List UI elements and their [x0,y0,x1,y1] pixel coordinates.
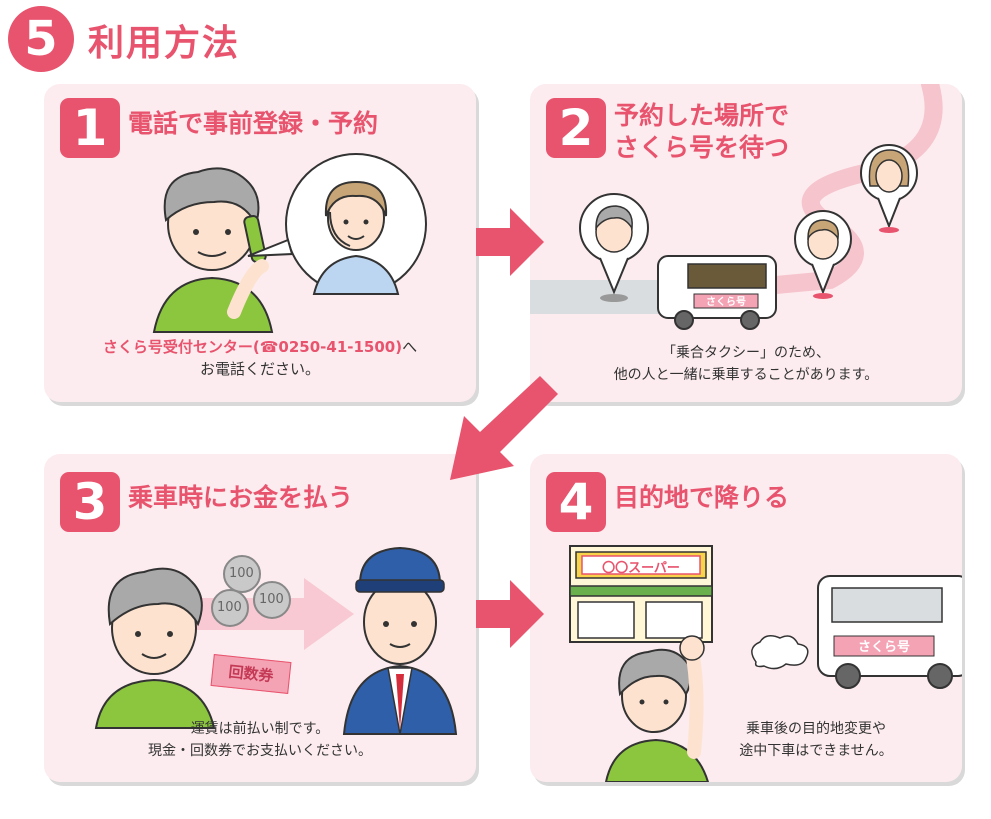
bus-sign: さくら号 [706,296,746,308]
sakura-bus-illustration: さくら号 [657,255,777,330]
caption-suffix: へ [402,338,418,356]
arrow-step3-to-step4 [476,580,544,648]
driver-illustration [342,546,458,735]
step-2-caption: 「乗合タクシー」のため、 他の人と一緒に乗車することがあります。 [530,342,962,386]
supermarket-illustration [569,545,713,643]
payment-arrow [164,578,354,650]
step-4-panel: 4 目的地で降りる 〇〇スーパー さくら号 乗車後の目的地変更や 途中下車はでき… [530,454,962,782]
store-sign: 〇〇スーパー [602,561,680,576]
step-3-title: 乗車時にお金を払う [128,483,354,512]
coin-label: 100 [259,592,284,607]
caption-line1: 運賃は前払い制です。 [190,721,330,737]
caption-line2: お電話ください。 [199,360,320,378]
caption-line2: 他の人と一緒に乗車することがあります。 [613,367,879,383]
coin-label: 100 [229,566,254,581]
arrow-step1-to-step2 [476,208,544,276]
step-1-caption: さくら号受付センター(☎0250-41-1500)へ お電話ください。 [44,336,476,380]
passenger-man-pin [794,210,852,299]
step-3-caption: 運賃は前払い制です。 現金・回数券でお支払いください。 [44,718,476,762]
step-3-panel: 3 乗車時にお金を払う 100 100 100 回数券 運賃は前払い制です。 現… [44,454,476,782]
coin-label: 100 [217,600,242,615]
operator-speech-bubble [247,153,427,295]
step-3-number: 3 [60,472,120,532]
step-2-title-line1: 予約した場所で [614,101,790,130]
step-4-number: 4 [546,472,606,532]
waiting-man-pin [579,193,649,302]
step-4-caption: 乗車後の目的地変更や 途中下車はできません。 [700,718,932,762]
exhaust-cloud [751,635,809,670]
step-1-title: 電話で事前登録・予約 [128,109,379,138]
coins-illustration [211,555,291,627]
caption-line2: 現金・回数券でお支払いください。 [148,743,372,759]
arrow-step2-to-step3 [450,376,558,480]
bus-sign: さくら号 [858,640,910,655]
waving-man-illustration [604,635,710,782]
caption-line1: 「乗合タクシー」のため、 [662,345,830,361]
step-1-panel: 1 電話で事前登録・予約 さくら号受付センター(☎0250-41-1500)へ … [44,84,476,402]
passenger-woman-pin [860,144,918,233]
caption-line2: 途中下車はできません。 [739,743,893,759]
step-4-title: 目的地で降りる [614,483,790,512]
step-2-number: 2 [546,98,606,158]
reservation-center-phone: さくら号受付センター(☎0250-41-1500) [102,338,403,356]
section-number-badge: 5 [8,6,74,72]
step-1-number: 1 [60,98,120,158]
elderly-man-illustration [94,567,216,729]
sakura-bus-illustration: さくら号 [817,575,962,689]
section-title: 利用方法 [88,23,241,64]
caption-line1: 乗車後の目的地変更や [746,721,886,737]
step-2-title-line2: さくら号を待つ [614,133,790,162]
step-2-panel: 2 予約した場所で さくら号を待つ さくら号 「乗合タクシー」のため、 他の人と… [530,84,962,402]
elderly-man-phone-illustration [152,167,274,333]
